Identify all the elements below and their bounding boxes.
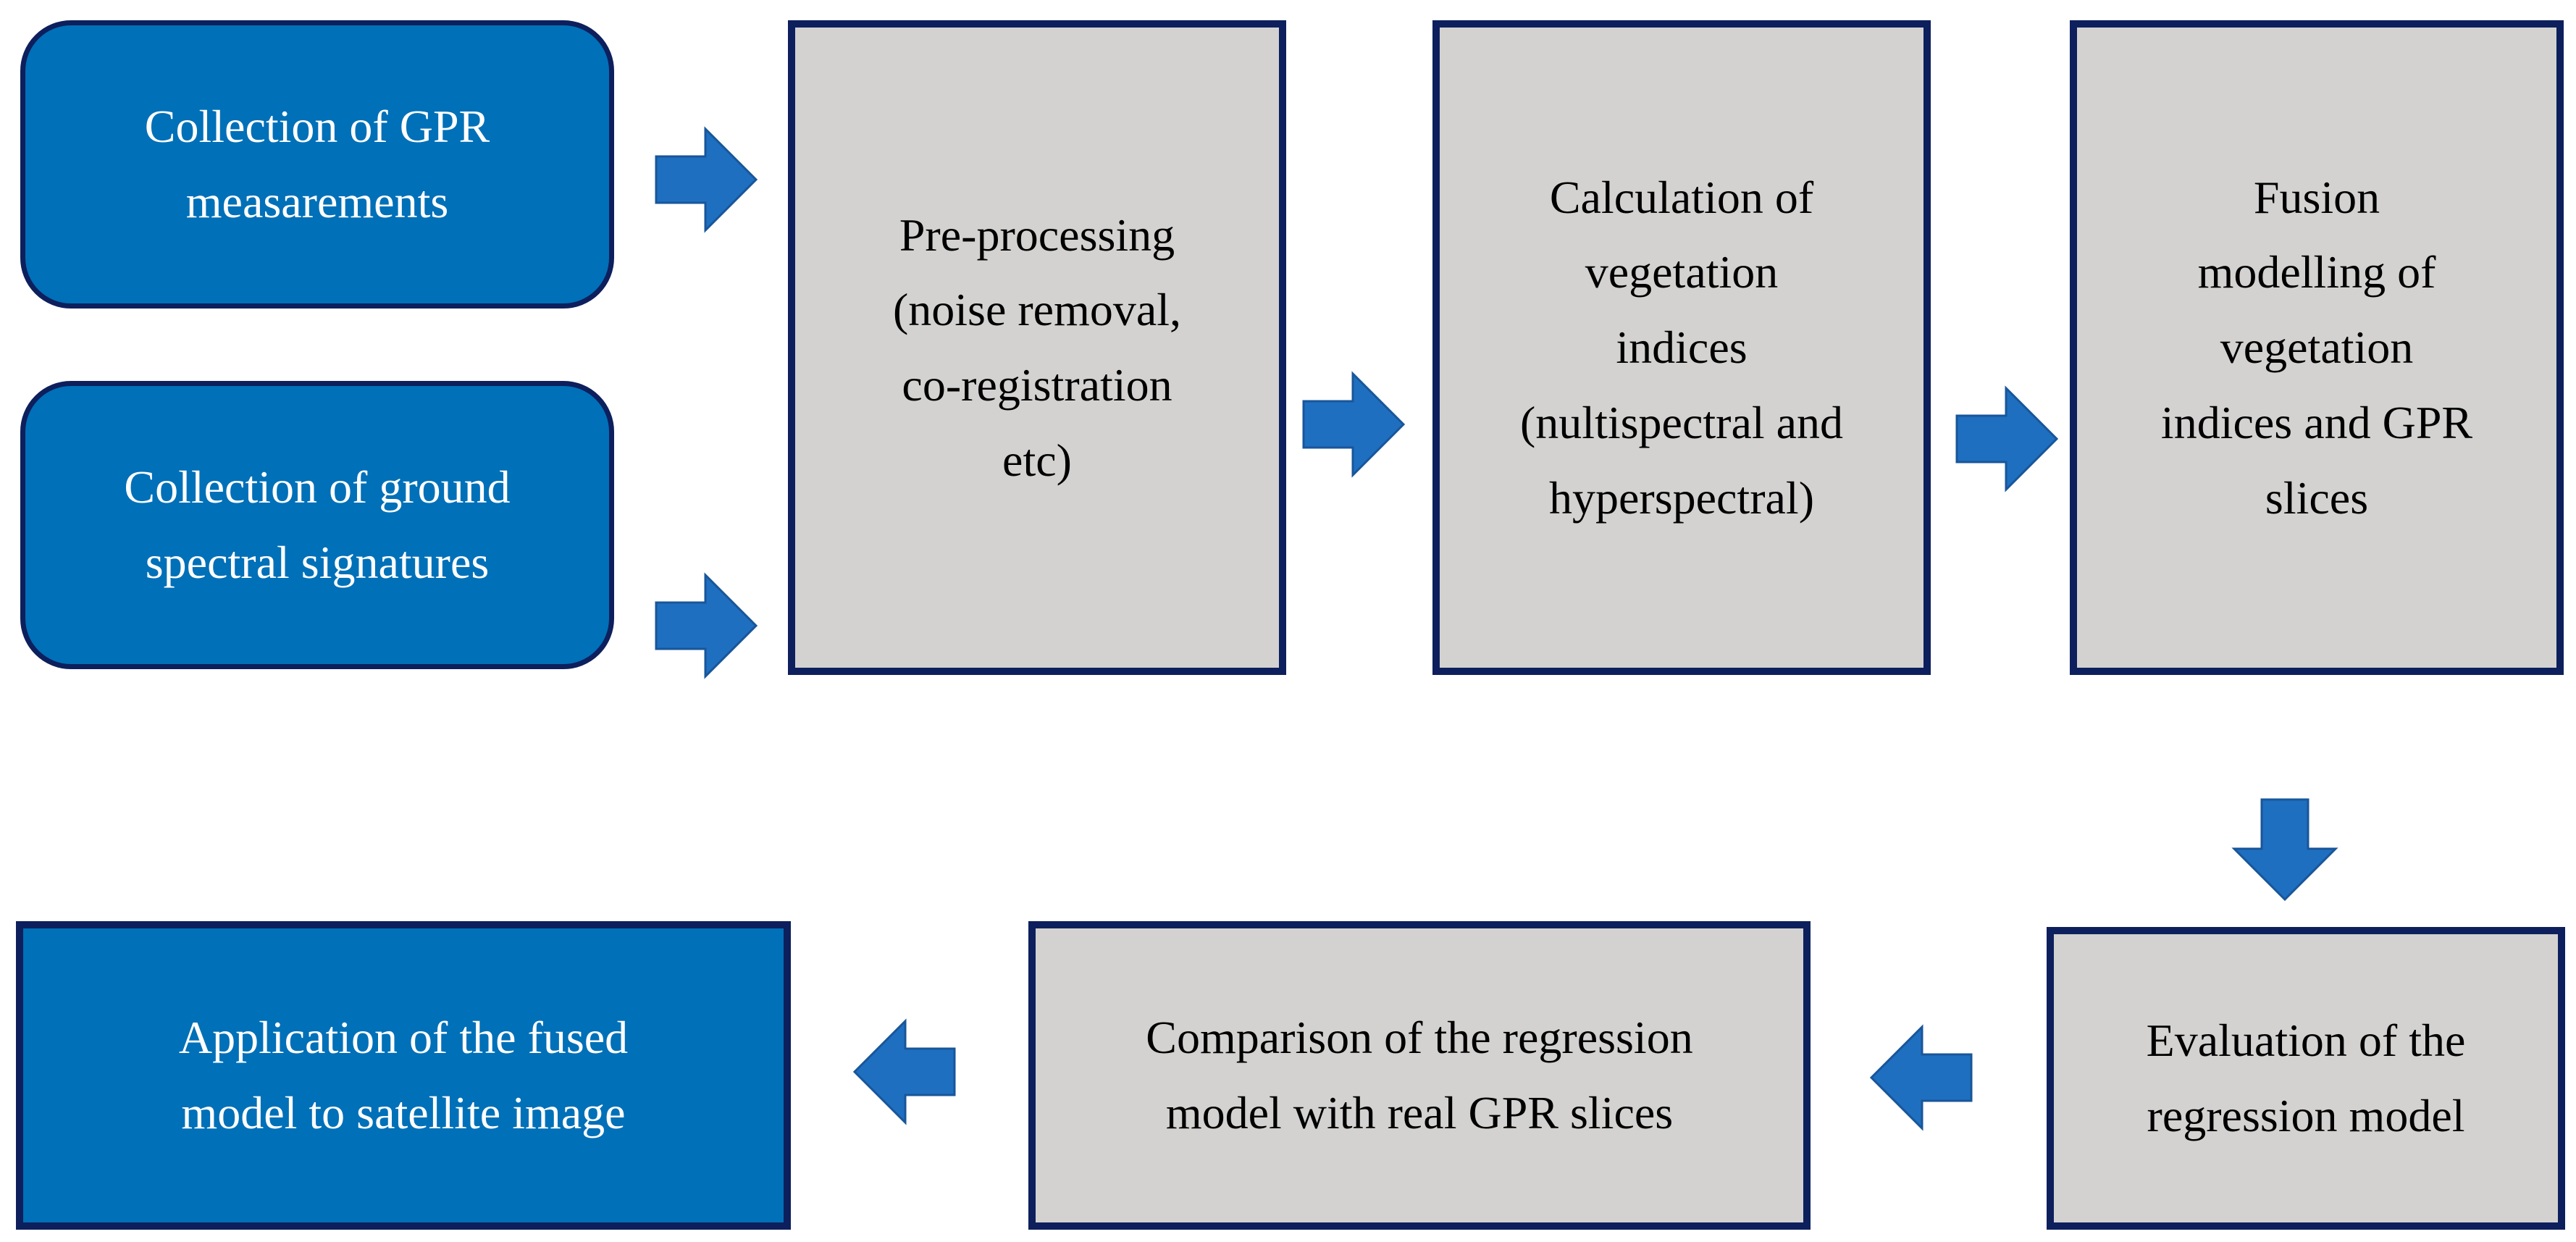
- vegetation-indices-line-2: vegetation: [1585, 246, 1779, 298]
- arrow-down-icon: [2231, 798, 2338, 902]
- fusion-modelling-line-3: vegetation: [2220, 322, 2414, 374]
- spectral-collection-line-1: Collection of ground: [124, 461, 511, 513]
- gpr-collection-line-2: measarements: [185, 176, 449, 227]
- evaluation-line-1: Evaluation of the: [2146, 1015, 2466, 1067]
- evaluation-box: Evaluation of the regression model: [2047, 927, 2565, 1230]
- arrow-right-icon: [1955, 385, 2059, 492]
- application-line-1: Application of the fused: [178, 1012, 629, 1064]
- vegetation-indices-line-3: indices: [1616, 322, 1748, 374]
- preprocessing-line-1: Pre-processing: [899, 209, 1175, 261]
- vegetation-indices-box: Calculation of vegetation indices (nulti…: [1432, 20, 1931, 675]
- preprocessing-box: Pre-processing (noise removal, co-regist…: [788, 20, 1286, 675]
- gpr-collection-line-1: Collection of GPR: [144, 101, 490, 153]
- fusion-modelling-line-1: Fusion: [2253, 171, 2380, 223]
- fusion-modelling-line-4: indices and GPR: [2160, 396, 2473, 448]
- arrow-left-icon: [852, 1018, 956, 1125]
- fusion-modelling-line-2: modelling of: [2197, 246, 2436, 298]
- application-line-2: model to satellite image: [181, 1087, 626, 1138]
- application-box: Application of the fused model to satell…: [16, 921, 791, 1230]
- fusion-modelling-line-5: slices: [2265, 471, 2369, 524]
- fusion-modelling-box: Fusion modelling of vegetation indices a…: [2070, 20, 2564, 675]
- vegetation-indices-line-4: (nultispectral and: [1519, 396, 1844, 448]
- arrow-right-icon: [1302, 371, 1406, 478]
- arrow-right-icon: [655, 572, 758, 679]
- gpr-collection-box: Collection of GPR measarements: [20, 20, 614, 309]
- spectral-collection-box: Collection of ground spectral signatures: [20, 381, 614, 669]
- evaluation-line-2: regression model: [2147, 1090, 2465, 1141]
- preprocessing-line-2: (noise removal,: [892, 284, 1182, 336]
- arrow-right-icon: [655, 126, 758, 233]
- arrow-left-icon: [1869, 1024, 1973, 1131]
- spectral-collection-line-2: spectral signatures: [145, 537, 490, 588]
- comparison-line-1: Comparison of the regression: [1146, 1012, 1693, 1064]
- vegetation-indices-line-1: Calculation of: [1549, 171, 1814, 223]
- comparison-box: Comparison of the regression model with …: [1028, 921, 1811, 1230]
- vegetation-indices-line-5: hyperspectral): [1548, 471, 1815, 524]
- comparison-line-2: model with real GPR slices: [1165, 1087, 1674, 1138]
- preprocessing-line-4: etc): [1002, 434, 1072, 486]
- preprocessing-line-3: co-registration: [902, 359, 1172, 411]
